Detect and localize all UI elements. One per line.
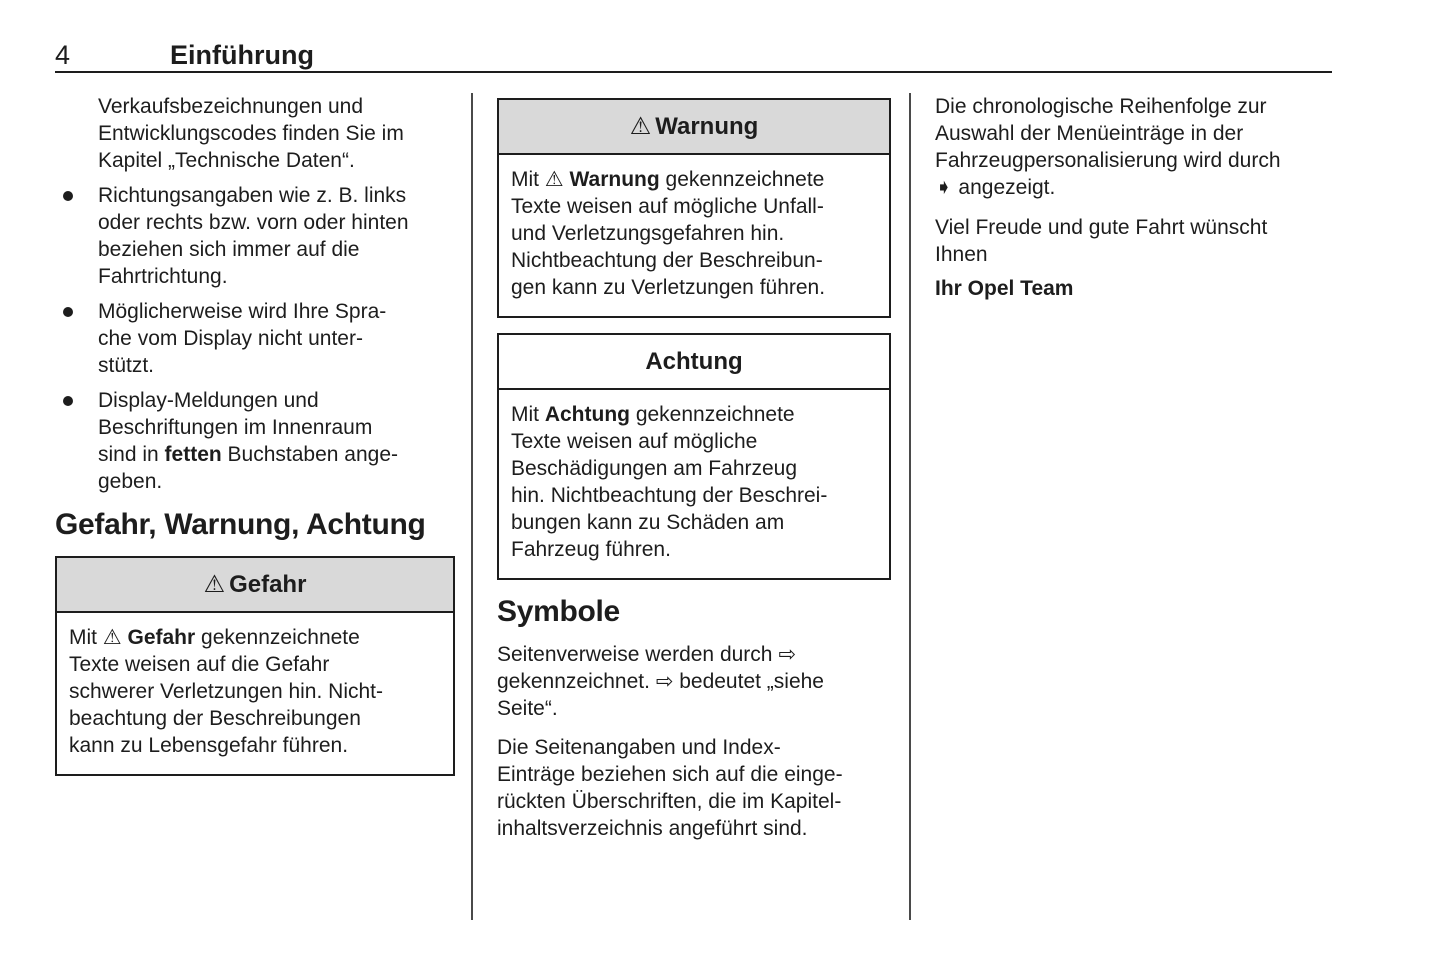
warnung-body-post: gekennzeichnete Texte weisen auf möglich… (511, 168, 826, 299)
achtung-box-title: Achtung (645, 348, 743, 375)
gefahr-body-pre: Mit (69, 626, 103, 649)
personalization-paragraph: Die chronologische Reihenfolge zur Auswa… (935, 95, 1281, 199)
gefahr-box-header: ⚠Gefahr (57, 558, 453, 613)
warnung-box-header: ⚠Warnung (499, 100, 889, 155)
achtung-box-header: Achtung (499, 335, 889, 390)
gefahr-box-body: Mit ⚠ Gefahr gekennzeichnete Texte weise… (57, 613, 453, 774)
column-divider-right (909, 93, 911, 920)
achtung-body-bold: Achtung (544, 403, 630, 426)
bullet-icon (63, 307, 73, 317)
column-divider-left (471, 93, 473, 920)
bullet-icon (63, 396, 73, 406)
achtung-box-body: Mit Achtung gekennzeichnete Texte weisen… (499, 390, 889, 578)
warnung-box-body: Mit ⚠ Warnung gekennzeichnete Texte weis… (499, 155, 889, 316)
list-item-text: Möglicherweise wird Ihre Spra- che vom D… (98, 300, 387, 377)
column-2: ⚠Warnung Mit ⚠ Warnung gekennzeichnete T… (497, 93, 891, 854)
opel-team-signature: Ihr Opel Team (935, 277, 1074, 300)
list-item-display-messages: Display-Meldungen und Beschriftungen im … (55, 387, 455, 495)
page-number: 4 (55, 40, 71, 70)
header-rule (55, 71, 1332, 73)
section-heading-gefahr-warnung-achtung: Gefahr, Warnung, Achtung (55, 508, 426, 541)
signoff-paragraph: Viel Freude und gute Fahrt wünscht Ihnen (935, 216, 1268, 266)
list-item-directions: Richtungsangaben wie z. B. links oder re… (55, 182, 455, 290)
warning-triangle-icon: ⚠ (203, 571, 226, 598)
intro-paragraph: Verkaufsbezeichnungen und Entwicklungsco… (98, 95, 404, 172)
list-item-text-pre: Display-Meldungen und Beschriftungen im … (98, 389, 373, 466)
gefahr-body-bold: ⚠ Gefahr (102, 626, 196, 649)
list-item-language: Möglicherweise wird Ihre Spra- che vom D… (55, 298, 455, 379)
column-3: Die chronologische Reihenfolge zur Auswa… (935, 93, 1335, 302)
gefahr-box-title: Gefahr (229, 571, 307, 598)
list-item-text: Display-Meldungen und Beschriftungen im … (98, 389, 398, 493)
list-item-text-post: Buchstaben ange- geben. (98, 443, 399, 493)
warnung-body-pre: Mit (511, 168, 545, 191)
warnung-body-bold: ⚠ Warnung (544, 168, 660, 191)
symbole-paragraph-2: Die Seitenangaben und Index- Einträge be… (497, 736, 843, 840)
achtung-body-post: gekennzeichnete Texte weisen auf möglich… (511, 403, 828, 561)
warnung-box: ⚠Warnung Mit ⚠ Warnung gekennzeichnete T… (497, 98, 891, 318)
section-heading-symbole: Symbole (497, 595, 620, 628)
achtung-box: Achtung Mit Achtung gekennzeichnete Text… (497, 333, 891, 580)
warning-triangle-icon: ⚠ (629, 113, 652, 140)
bullet-icon (63, 191, 73, 201)
gefahr-body-post: gekennzeichnete Texte weisen auf die Gef… (69, 626, 383, 757)
gefahr-box: ⚠Gefahr Mit ⚠ Gefahr gekennzeichnete Tex… (55, 556, 455, 776)
page-title: Einführung (170, 40, 314, 70)
symbole-paragraph-1: Seitenverweise werden durch ⇨ gekennzeic… (497, 643, 824, 720)
warnung-box-title: Warnung (655, 113, 759, 140)
list-item-text-bold: fetten (164, 443, 222, 466)
achtung-body-pre: Mit (511, 403, 545, 426)
list-item-text: Richtungsangaben wie z. B. links oder re… (98, 184, 409, 288)
column-1: Verkaufsbezeichnungen und Entwicklungsco… (55, 93, 455, 791)
